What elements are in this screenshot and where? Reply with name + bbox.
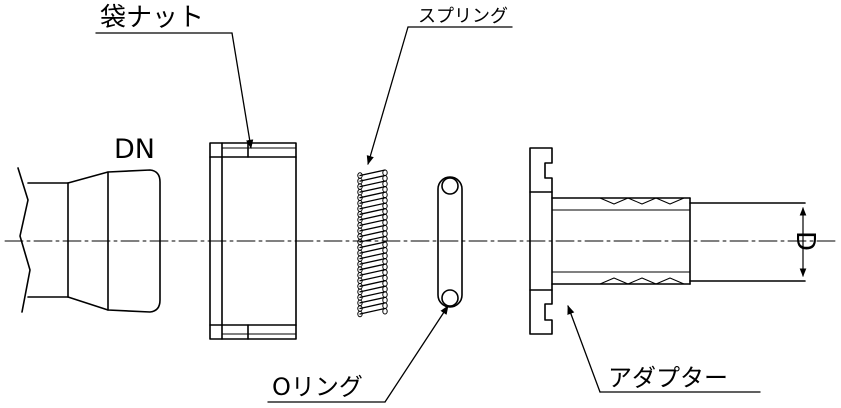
spring-coil-end (382, 280, 388, 287)
spring-coil-end (382, 180, 388, 188)
spring-coil (359, 174, 386, 182)
spring-coil-end (382, 208, 388, 215)
spring-coil-end (357, 310, 363, 318)
spring-coil (359, 202, 386, 210)
spring-coil (359, 230, 386, 238)
spring-coil (359, 285, 386, 293)
adapter (529, 147, 806, 335)
spring-coil-end (382, 252, 388, 260)
spring-coil-end (382, 274, 388, 282)
spring-coil-end (382, 241, 388, 249)
label-dimension-d: D (790, 231, 820, 251)
spring-coil-end (382, 307, 388, 315)
spring-coil-end (382, 247, 388, 254)
spring-coil-end (382, 191, 388, 199)
spring-coil-end (382, 269, 388, 276)
spring-coil-end (382, 202, 388, 210)
spring-coil (359, 296, 386, 304)
spring-coil (359, 263, 386, 271)
cap-nut (209, 142, 297, 340)
leader-lines (95, 26, 761, 403)
spring-coil (359, 235, 386, 243)
spring-coil (359, 169, 386, 177)
spring-coil (359, 219, 386, 227)
spring-coil (359, 252, 386, 260)
label-o-ring: Oリング (272, 373, 363, 401)
spring-coil-end (382, 197, 388, 204)
spring-coil (359, 185, 386, 193)
spring-coil (359, 246, 386, 254)
spring-coil-end (382, 213, 388, 221)
spring-coil (359, 302, 386, 310)
spring (357, 169, 388, 318)
spring-coil (359, 274, 386, 282)
spring-coil-end (382, 230, 388, 237)
spring-coil (359, 307, 386, 315)
spring-coil-end (382, 285, 388, 293)
spring-coil (359, 197, 386, 204)
label-adapter: アダプター (608, 364, 728, 392)
spring-coil-end (382, 219, 388, 226)
spring-coil (359, 257, 386, 265)
spring-coil-end (382, 169, 388, 177)
spring-coil (359, 241, 386, 249)
spring-coil (359, 280, 386, 287)
spring-coil (359, 269, 386, 276)
label-cap-nut: 袋ナット (100, 3, 204, 33)
label-dn: DN (114, 134, 155, 165)
spring-coil (359, 224, 386, 232)
spring-coil (359, 180, 386, 188)
spring-coil-end (382, 291, 388, 298)
spring-coil-end (382, 296, 388, 304)
label-spring: スプリング (418, 6, 508, 27)
spring-coil (359, 208, 386, 215)
spring-coil-end (382, 186, 388, 193)
o-ring (437, 176, 463, 308)
spring-coil-end (382, 302, 388, 309)
spring-coil-end (382, 258, 388, 265)
spring-coil (359, 213, 386, 221)
spring-coil-end (382, 224, 388, 232)
pipe-dn (17, 167, 161, 313)
spring-coil-end (382, 175, 388, 182)
spring-coil (359, 291, 386, 299)
spring-coil-end (382, 263, 388, 271)
spring-coil (359, 191, 386, 199)
